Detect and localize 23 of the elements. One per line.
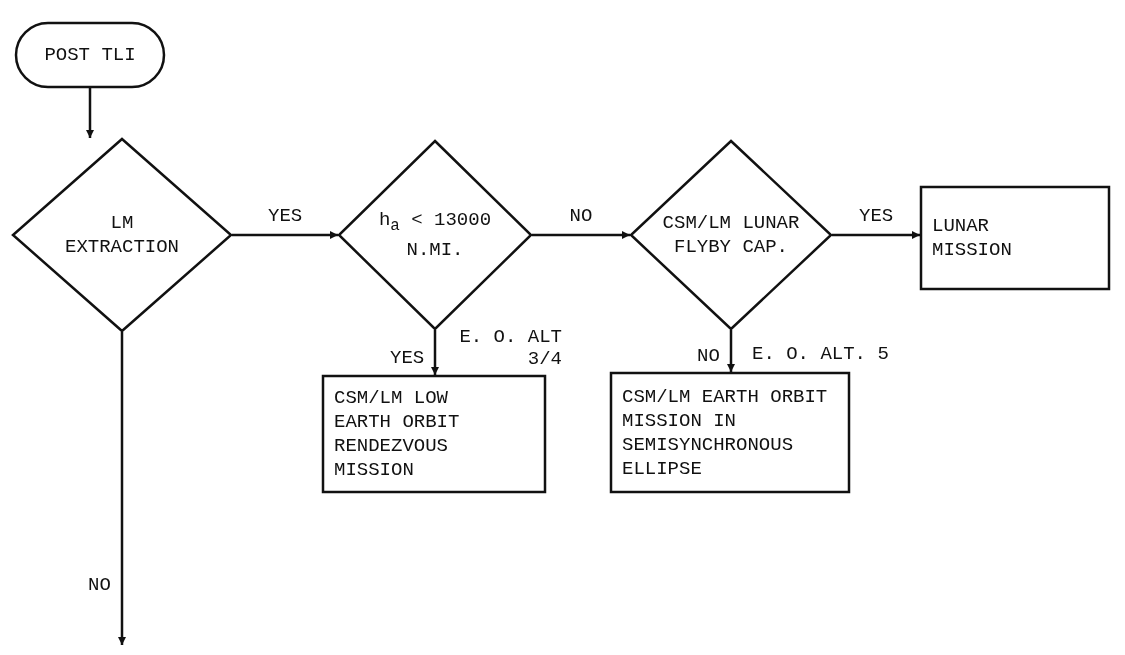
alternate-label: E. O. ALT. 5 — [752, 343, 890, 365]
terminal-shape — [15, 22, 165, 88]
node-text: CSM/LM LOW EARTH ORBIT RENDEZVOUS MISSION — [334, 386, 461, 482]
decision-diamond — [630, 140, 832, 330]
process-box — [610, 372, 850, 493]
node-text: h$_{a}$ < 13000 N.MI. — [377, 208, 493, 262]
node-text: CSM/LM EARTH ORBIT MISSION IN SEMISYNCHRONOUS ELLIPSE — [622, 384, 829, 481]
node-text: POST TLI — [43, 43, 137, 67]
decision-diamond — [338, 140, 532, 330]
node-text: CSM/LM LUNAR FLYBY CAP. — [661, 211, 801, 259]
process-box — [322, 375, 546, 493]
arrow — [232, 231, 338, 239]
arrow — [832, 231, 920, 239]
process-box — [920, 186, 1110, 290]
arrow — [118, 332, 126, 645]
decision-diamond — [12, 138, 232, 332]
arrow — [727, 330, 735, 372]
node-text: LM EXTRACTION — [64, 211, 180, 259]
alternate-label: E. O. ALT 3/4 — [458, 326, 562, 370]
arrow — [86, 88, 94, 138]
arrow — [532, 231, 630, 239]
node-text: LUNAR MISSION — [932, 214, 1013, 262]
arrow — [431, 330, 439, 375]
